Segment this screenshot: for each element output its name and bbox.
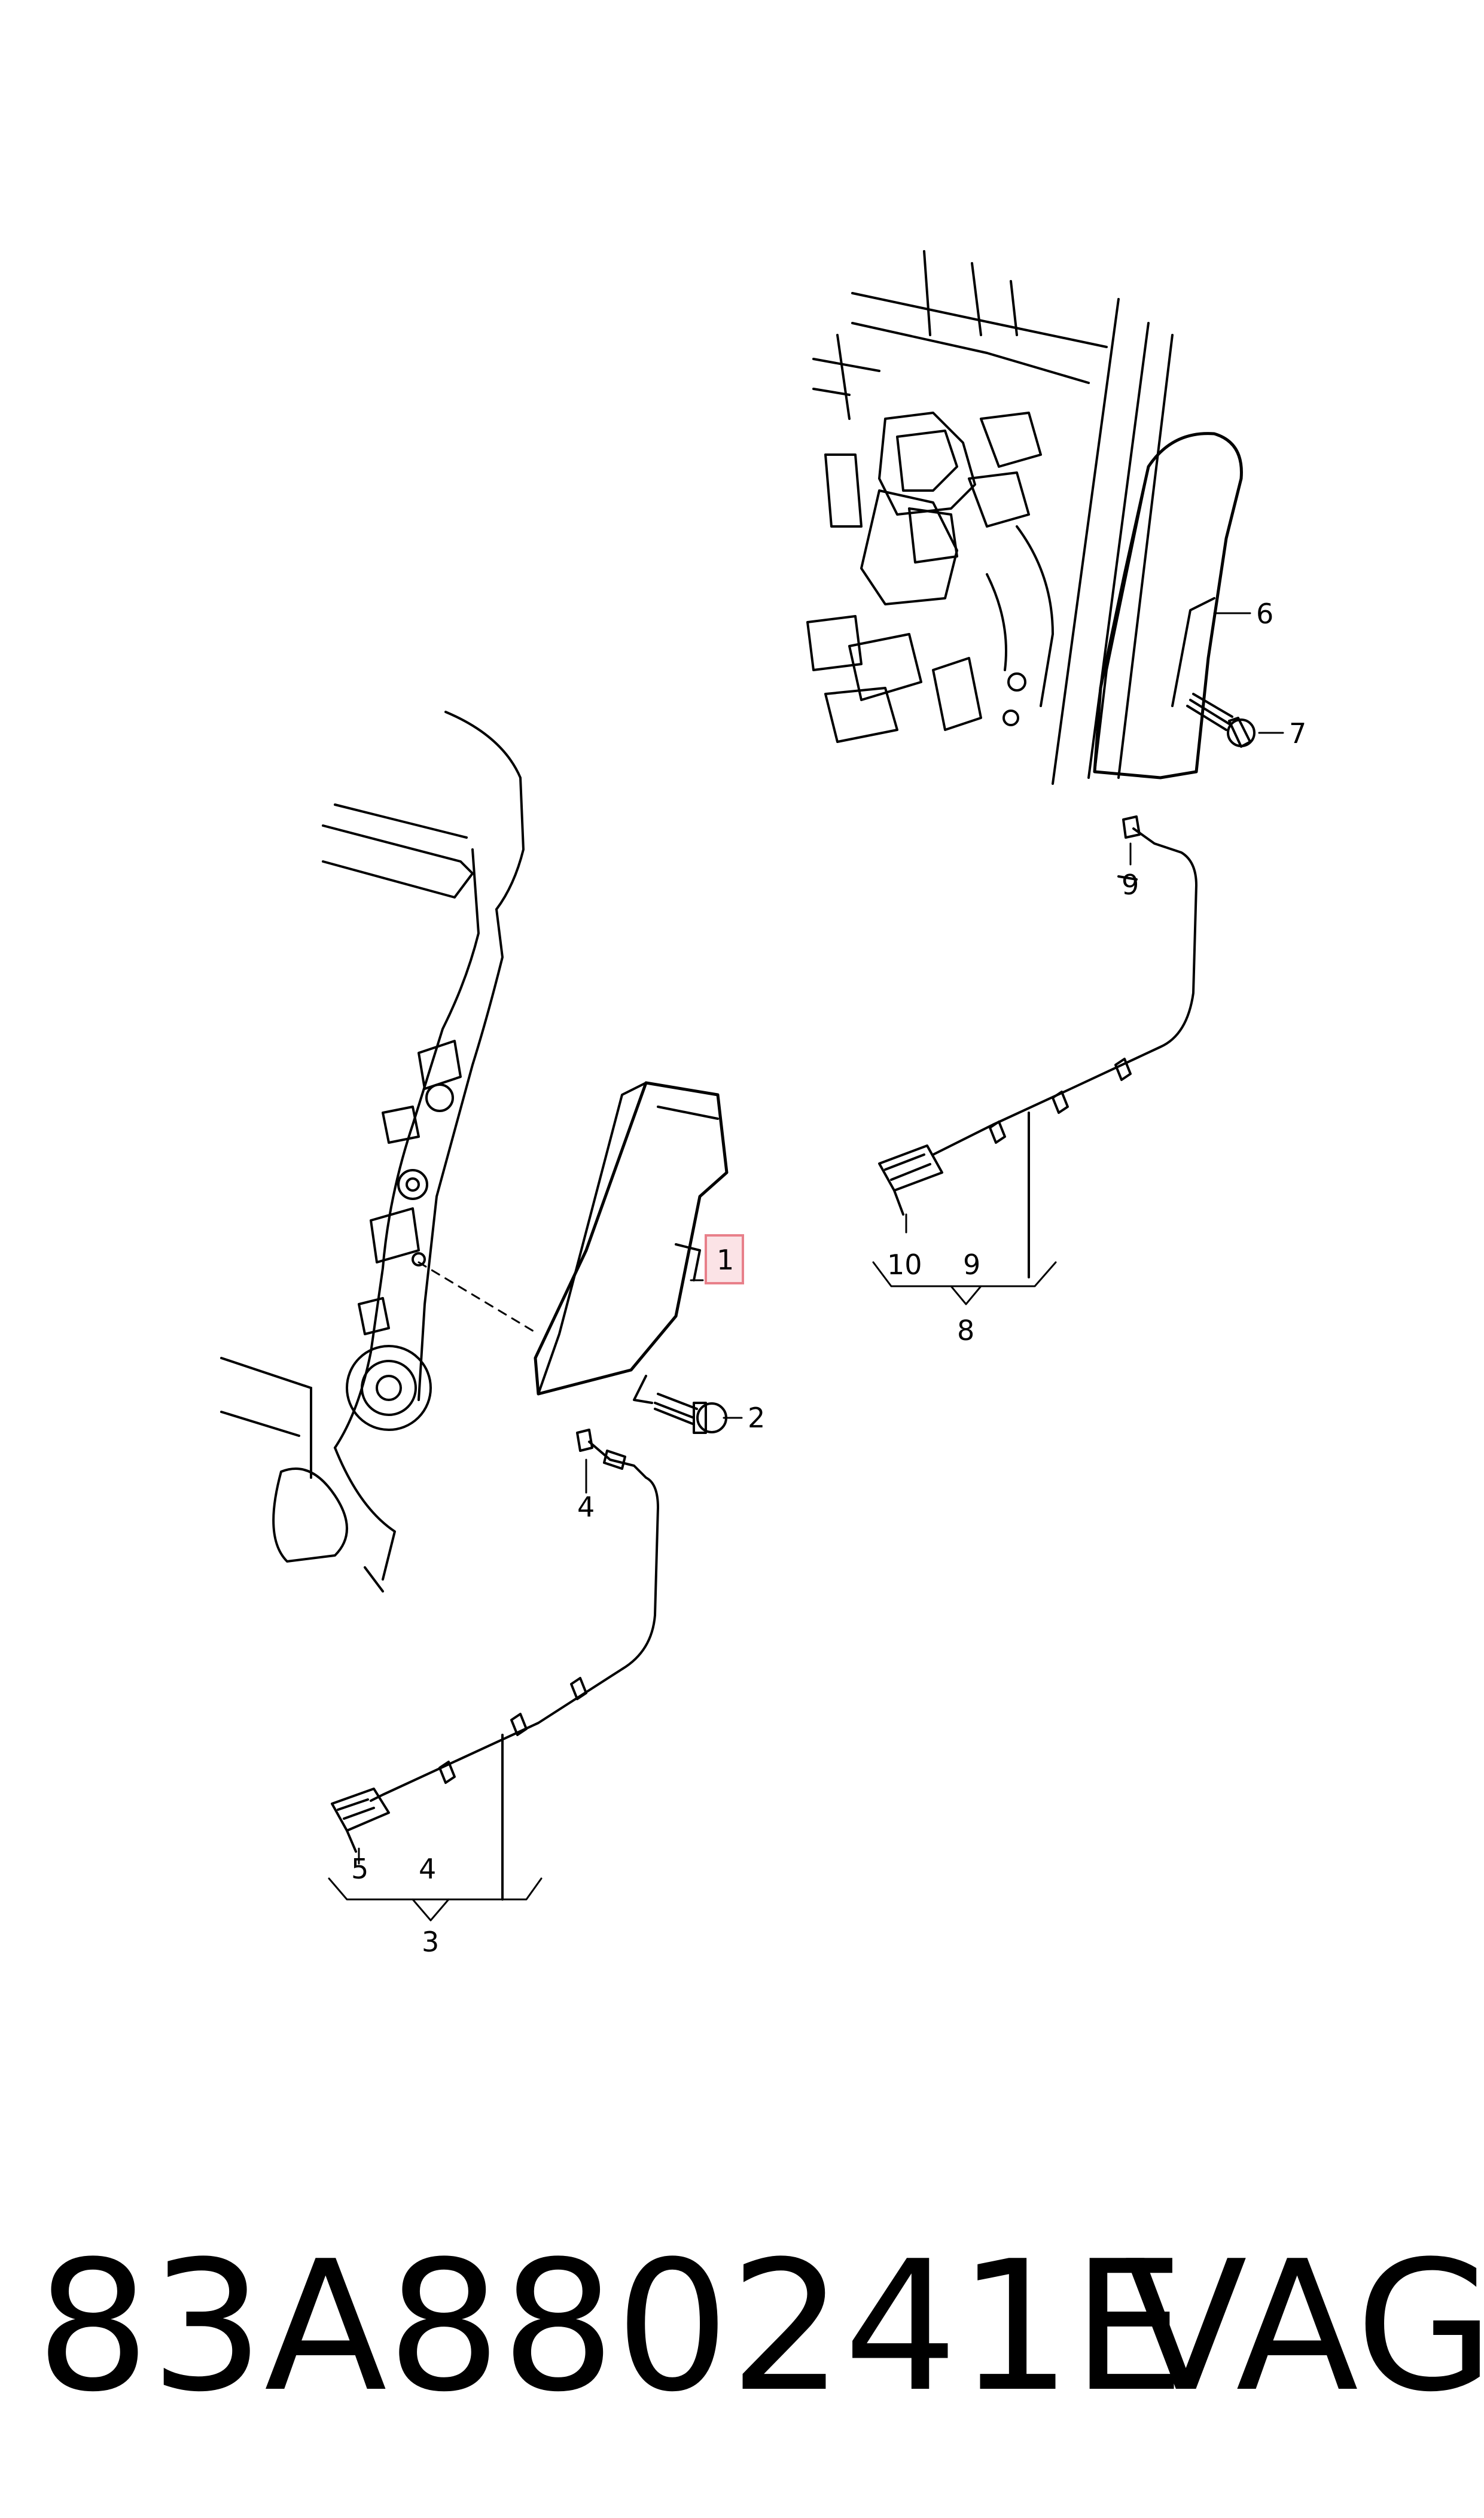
screw-right xyxy=(1186,693,1256,748)
callout-5: 5 xyxy=(351,1853,368,1885)
group-bracket-8 xyxy=(872,1261,1057,1305)
callout-1-highlight xyxy=(705,1234,744,1284)
callout-7: 7 xyxy=(1289,717,1306,750)
brand-name: VAG xyxy=(1125,2222,1484,2431)
seat-backrest-frame xyxy=(220,711,525,1593)
side-airbag-module-right xyxy=(1093,432,1243,780)
callout-labels: 1 2 4 5 4 3 6 7 9 10 9 8 xyxy=(351,598,1306,1958)
callout-8: 8 xyxy=(957,1314,974,1347)
seat-frame-detail-right xyxy=(806,250,1174,785)
screw-left xyxy=(654,1393,727,1434)
side-airbag-module-left xyxy=(534,1081,729,1404)
callout-2: 2 xyxy=(748,1402,765,1434)
part-number: 83A880241E xyxy=(36,2222,1186,2431)
group-bracket-3 xyxy=(328,1877,543,1922)
leader-lines-left xyxy=(358,1279,743,1865)
assembly-dash-line-left xyxy=(418,1261,540,1335)
callout-3: 3 xyxy=(422,1926,439,1958)
callout-10: 10 xyxy=(887,1249,922,1281)
callout-1: 1 xyxy=(717,1244,734,1276)
callout-6: 6 xyxy=(1256,598,1273,630)
callout-9-lower: 9 xyxy=(963,1249,980,1281)
callout-4-upper: 4 xyxy=(577,1491,595,1523)
wiring-harness-left xyxy=(331,1429,659,1901)
callout-4-lower: 4 xyxy=(419,1853,436,1885)
leader-lines-right xyxy=(905,612,1284,1234)
wiring-harness-right xyxy=(878,815,1197,1278)
callout-9-upper: 9 xyxy=(1122,869,1139,901)
footer-caption: 83A880241E VAG xyxy=(36,2213,1484,2441)
